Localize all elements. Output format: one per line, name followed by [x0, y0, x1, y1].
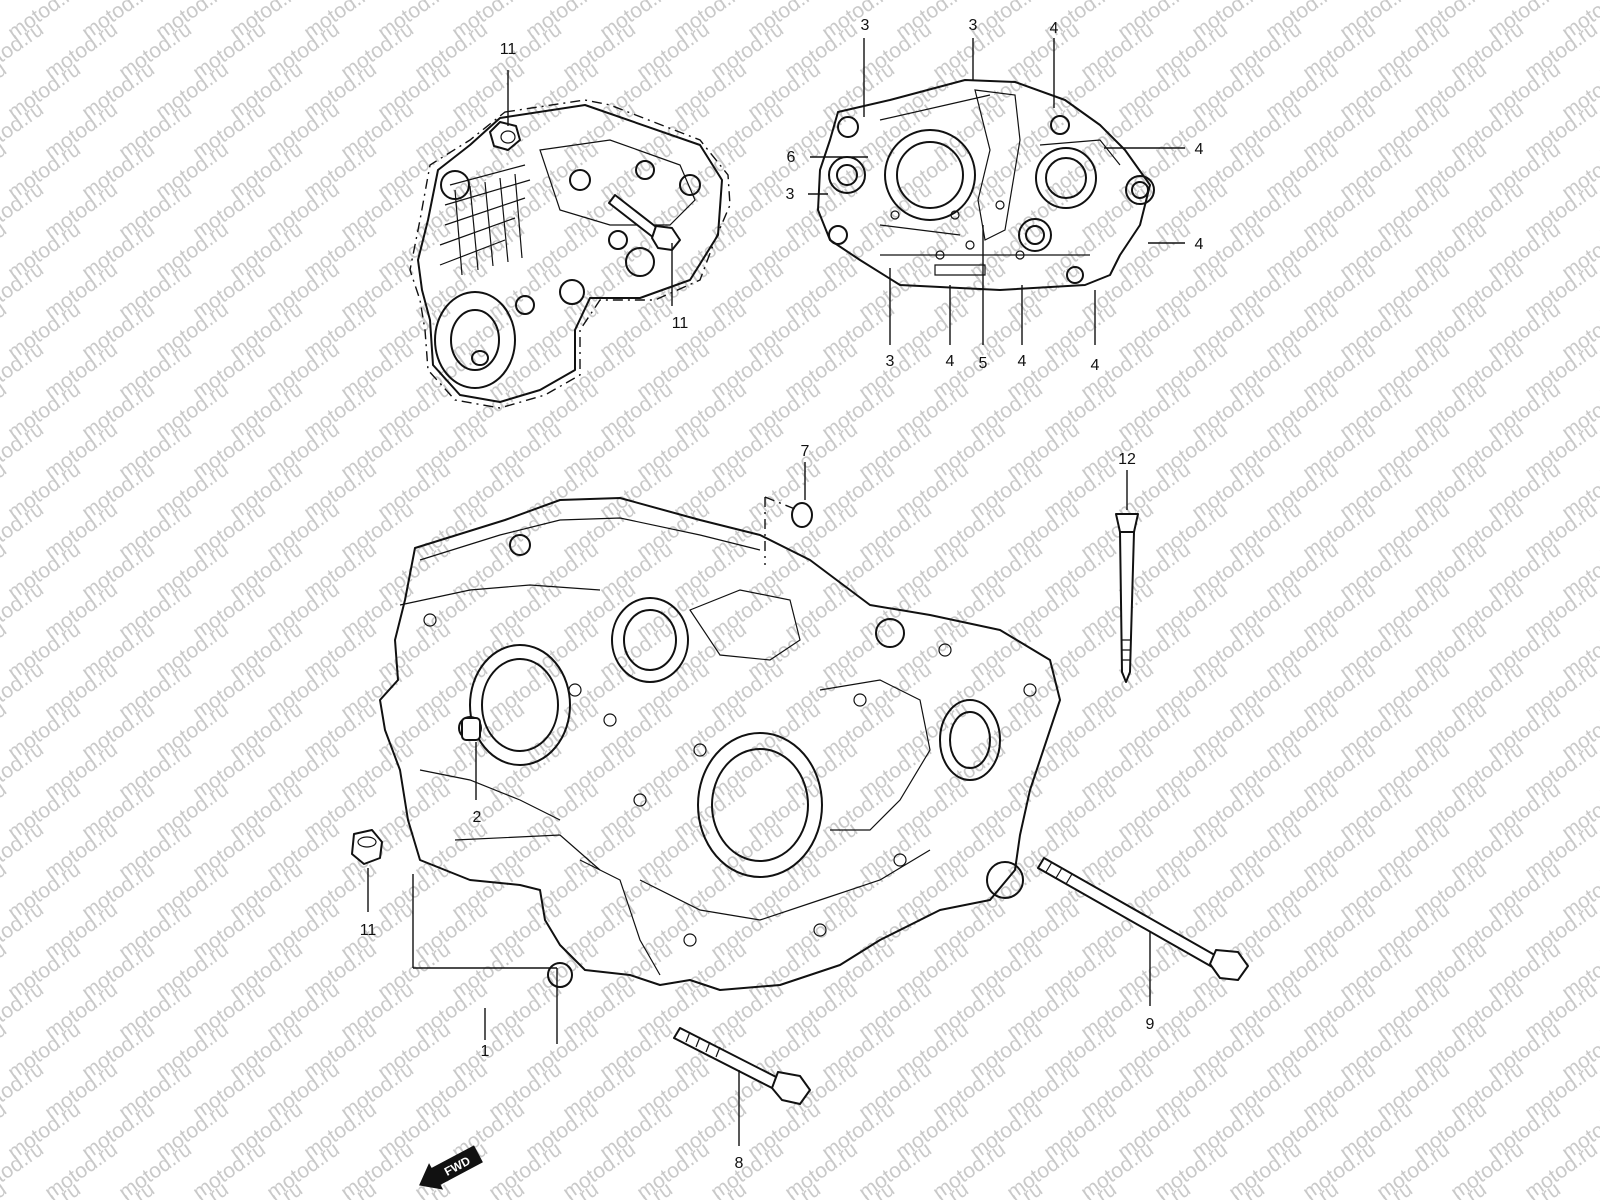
crankcase-assembly [379, 496, 1061, 991]
crankcase-face-view [817, 79, 1155, 291]
callout-4: 4 [1018, 353, 1027, 370]
callout-3: 3 [861, 17, 870, 34]
dowel-pin [461, 717, 481, 741]
callout-10: 11 [672, 315, 689, 332]
callout-11: 11 [500, 41, 517, 58]
callout-4: 4 [946, 353, 955, 370]
callout-3: 3 [886, 353, 895, 370]
callout-7: 7 [801, 443, 810, 460]
callout-labels: 11 11 3 3 4 4 6 3 4 3 4 5 4 4 7 12 2 11 … [360, 17, 1204, 1172]
bolt-part-8 [673, 1027, 811, 1105]
callout-4: 4 [1050, 20, 1059, 37]
callout-3: 3 [786, 186, 795, 203]
callout-3: 3 [969, 17, 978, 34]
callout-12: 12 [1118, 451, 1136, 468]
nut-part-11 [351, 829, 383, 865]
callout-4: 4 [1195, 236, 1204, 253]
callout-9: 9 [1146, 1016, 1155, 1033]
callout-4: 4 [1091, 357, 1100, 374]
callout-11: 11 [360, 922, 377, 939]
dipstick-part-12 [1115, 513, 1139, 683]
watermark-text: motod.ru [1595, 1138, 1600, 1200]
o-ring [791, 502, 813, 528]
callout-8: 8 [735, 1155, 744, 1172]
bolt-part-9 [1037, 857, 1249, 981]
callout-4: 4 [1195, 141, 1204, 158]
leader-lines [367, 38, 1185, 1146]
callout-6: 6 [787, 149, 796, 166]
callout-2: 2 [473, 809, 482, 826]
callout-5: 5 [979, 355, 988, 372]
callout-1: 1 [481, 1043, 490, 1060]
crankcase-upper-left-view [409, 99, 731, 409]
